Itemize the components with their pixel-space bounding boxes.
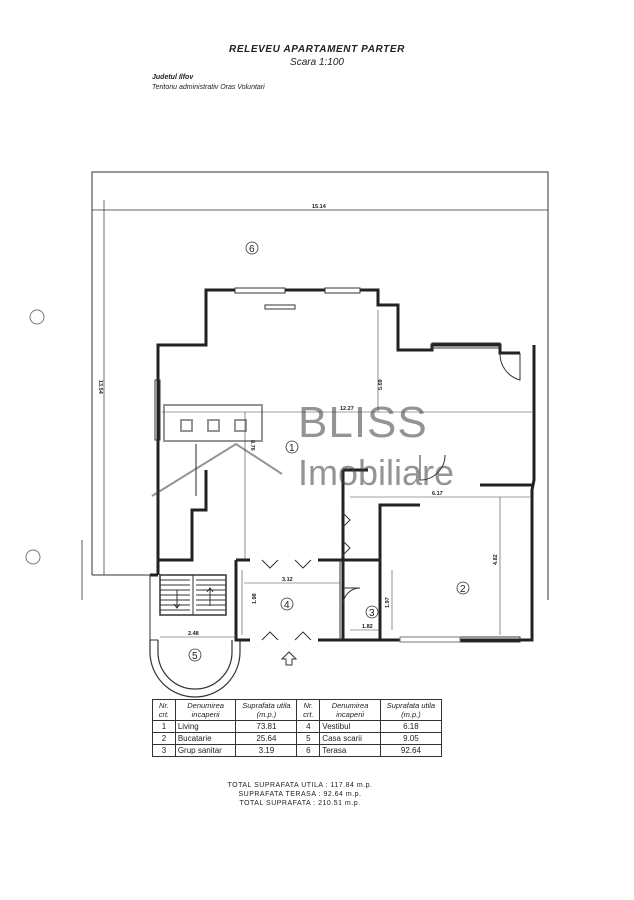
dim-vestibule-width: 3.12 [282,577,293,583]
dim-stair-width: 2.48 [188,631,199,637]
cell: 1 [152,720,176,733]
door-swings [261,352,521,641]
cell: Vestibul [319,720,381,733]
punch-hole-icon [29,309,45,325]
total-area: TOTAL SUPRAFATA : 210.51 m.p. [239,800,361,807]
table-header-row: Nr. crt. Denumirea incaperii Suprafata u… [152,699,443,721]
total-useful-area: TOTAL SUPRAFATA UTILA : 117.84 m.p. [227,782,373,789]
apartment-walls [150,288,536,642]
dim-width-total: 15.14 [312,204,327,210]
cell: 6 [296,744,321,757]
cell: Living [174,720,237,733]
punch-hole-icon [25,549,41,565]
page-title: RELEVEU APARTAMENT PARTER [229,44,405,55]
col-area-2: Suprafata utila (m.p.) [379,699,443,721]
room-area-table: Nr. crt. Denumirea incaperii Suprafata u… [152,699,443,757]
entrance-arrow-icon [280,651,298,666]
cell: Terasa [319,744,381,757]
cell: 4 [296,720,321,733]
col-name: Denumirea incaperii [174,699,237,721]
county-label: Judetul Ilfov [152,74,194,81]
cell: Casa scarii [319,732,381,745]
windows [154,287,521,643]
cell: 3.19 [235,744,298,757]
scale-label: Scara 1:100 [290,57,344,68]
territory-label: Teritoriu administrativ Oras Voluntari [152,84,265,91]
cell: Grup sanitar [174,744,237,757]
cell: 2 [152,732,176,745]
room-markers [188,241,470,662]
col-nr: Nr. crt. [152,699,176,721]
table-row: 2 Bucatarie 25.64 5 Casa scarii 9.05 [152,732,443,745]
dim-living-height: 5.69 [378,379,384,390]
cell: Bucatarie [174,732,237,745]
interior-dimension-lines [160,310,532,638]
dim-left-height: 8.76 [249,440,255,451]
dim-kitchen-height: 4.82 [493,554,499,565]
staircase [149,574,227,641]
cell: 3 [152,744,176,757]
room-number-bath: 3 [369,608,375,619]
terrace-area: SUPRAFATA TERASA : 92.64 m.p. [238,791,362,798]
col-name-2: Denumirea incaperii [319,699,381,721]
terrace-outline [81,171,549,600]
cell: 25.64 [235,732,298,745]
dim-kitchen-width: 6.17 [432,491,443,497]
room-number-terrace: 6 [249,244,255,255]
cell: 73.81 [235,720,298,733]
cell: 5 [296,732,321,745]
stair-tower [149,640,241,698]
dim-height-total: 13.54 [97,380,103,395]
dim-bath-height: 1.97 [385,597,391,608]
col-nr-2: Nr. crt. [296,699,321,721]
watermark-line2: Imobiliare [298,452,455,493]
bliss-logo-icon [151,404,283,497]
room-number-kitchen: 2 [460,584,466,595]
dim-interior-width: 12.27 [340,406,354,412]
room-number-stairs: 5 [192,651,198,662]
table-row: 1 Living 73.81 4 Vestibul 6.18 [152,720,443,733]
cell: 6.18 [379,720,443,733]
col-area: Suprafata utila (m.p.) [235,699,298,721]
room-number-vestibule: 4 [284,600,290,611]
cell: 92.64 [379,744,443,757]
dim-vestibule-height: 1.98 [252,593,258,604]
table-row: 3 Grup sanitar 3.19 6 Terasa 92.64 [152,744,443,757]
watermark-line1: BLISS [298,398,428,447]
room-number-living: 1 [289,443,295,454]
cell: 9.05 [379,732,443,745]
dim-bath-width: 1.82 [362,624,373,630]
